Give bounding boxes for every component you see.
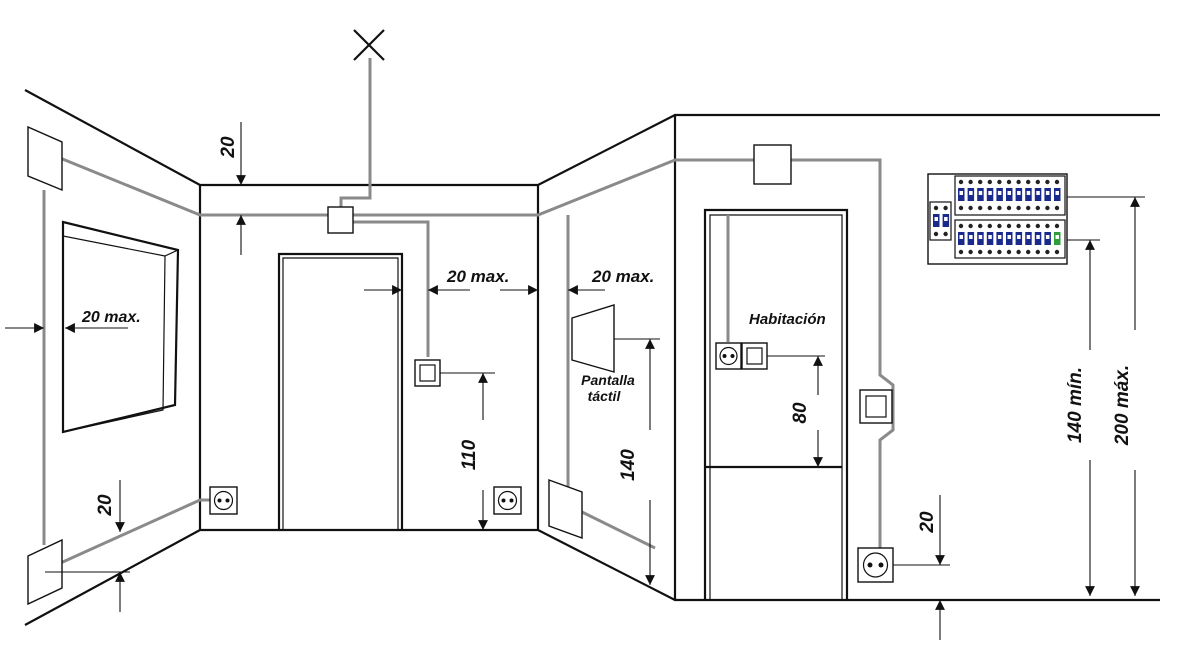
dim-label-80: 80 xyxy=(790,402,811,424)
dim-label-140-min: 140 mín. xyxy=(1065,367,1086,443)
socket-back-icon xyxy=(493,486,522,515)
ceiling-line xyxy=(24,89,1160,187)
breaker-module xyxy=(1054,179,1061,211)
junction-box-right xyxy=(753,144,792,185)
breaker-module xyxy=(1006,179,1013,211)
breaker-module xyxy=(1044,179,1051,211)
screen-label-line1: Pantalla xyxy=(581,372,635,388)
breaker-module xyxy=(1044,223,1051,255)
breaker-module xyxy=(1054,223,1061,255)
breaker-module xyxy=(967,179,975,211)
breaker-module xyxy=(1034,223,1042,255)
breaker-module xyxy=(1025,179,1032,211)
breaker-module xyxy=(1034,179,1042,211)
switch-habitacion-icon xyxy=(741,342,768,370)
breaker-module xyxy=(996,179,1003,211)
room-walls xyxy=(24,89,1160,626)
breaker-module xyxy=(1015,179,1023,211)
breaker-module xyxy=(1015,223,1023,255)
socket-right-icon xyxy=(857,547,894,583)
breaker-module xyxy=(933,205,940,237)
breaker-module xyxy=(986,223,994,255)
breaker-module xyxy=(958,223,965,255)
dim-label-20-socket-left: 20 xyxy=(95,494,116,517)
socket-left-icon xyxy=(209,486,238,515)
screen-label-line2: táctil xyxy=(588,388,622,404)
breaker-module xyxy=(958,179,965,211)
junction-box-left-top xyxy=(27,125,63,192)
breaker-module xyxy=(967,223,975,255)
breaker-module xyxy=(1025,223,1032,255)
dim-label-20-socket-right: 20 xyxy=(917,511,938,534)
dimension-lines xyxy=(5,122,1145,640)
junction-box-back xyxy=(327,206,354,234)
labels: 20 20 max. 20 max. 20 max. 110 140 Panta… xyxy=(81,136,1133,534)
dim-label-110: 110 xyxy=(459,439,480,470)
switch-icon xyxy=(414,359,441,387)
socket-habitacion-icon xyxy=(715,342,742,370)
electrical-panel xyxy=(927,173,1068,265)
window xyxy=(61,220,180,434)
light-point-icon xyxy=(353,29,385,61)
wiring xyxy=(42,58,895,572)
dim-label-140-screen: 140 xyxy=(618,449,639,481)
breaker-module xyxy=(1006,223,1013,255)
dim-label-200-max: 200 máx. xyxy=(1112,365,1133,446)
floor-line xyxy=(24,528,1160,626)
breaker-module xyxy=(977,223,984,255)
dim-label-20-max-door: 20 max. xyxy=(446,267,509,286)
switch-right-icon xyxy=(859,389,893,424)
dim-label-20-top: 20 xyxy=(218,136,239,159)
door-back xyxy=(277,252,404,530)
breaker-module xyxy=(996,223,1003,255)
junction-box-mid xyxy=(548,479,583,539)
dim-label-20-max-corner: 20 max. xyxy=(591,267,654,286)
room-label: Habitación xyxy=(749,311,826,328)
breaker-module xyxy=(977,179,984,211)
breaker-module xyxy=(942,205,950,237)
touch-screen-icon xyxy=(571,304,615,373)
dim-label-20-max-window: 20 max. xyxy=(81,309,141,326)
breaker-module xyxy=(986,179,994,211)
door-habitacion xyxy=(703,208,849,600)
